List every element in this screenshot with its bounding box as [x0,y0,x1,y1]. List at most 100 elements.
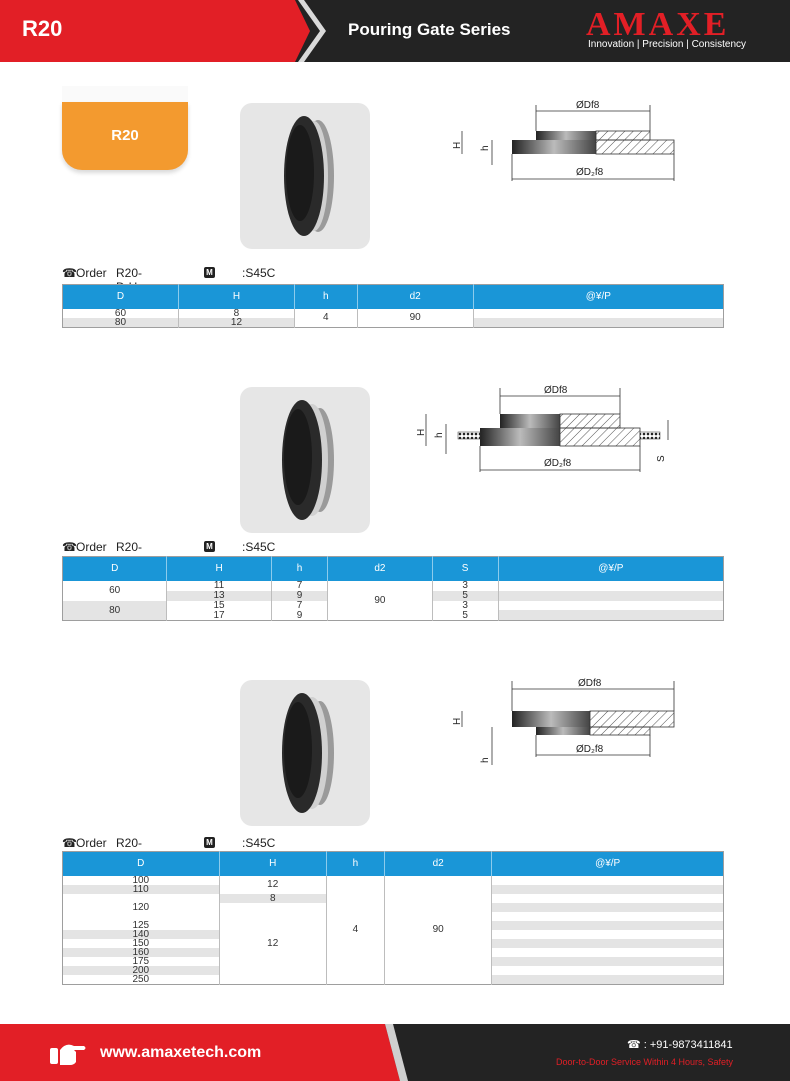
svg-text:H: H [416,429,427,436]
table-cell [491,884,724,894]
svg-text:h: h [480,757,491,763]
table-cell: 8 [178,308,295,318]
col-header: h [271,556,329,581]
table-cell: 60 [62,308,179,318]
table-cell [498,600,724,611]
table-cell: 90 [357,308,474,327]
table-cell: 110 [62,884,220,894]
table-cell [491,911,724,921]
svg-text:ØDf8: ØDf8 [578,678,602,689]
table-cell [491,974,724,984]
table-cell: 11 [166,580,272,591]
table-cell: 15 [166,600,272,611]
product-badge: R20 [62,102,188,170]
table-row: 60 8 4 90 [62,308,724,327]
col-header: H [219,851,327,876]
col-header: d2 [327,556,433,581]
table-cell [491,965,724,975]
gate-disc-image [284,116,334,236]
col-header: h [326,851,385,876]
table-cell: 4 [294,308,358,327]
drawing-1: ØDf8 ØD₂f8 H h [452,100,675,181]
table-row: 120 8 [62,893,724,921]
material-icon: M [204,837,215,848]
gate-disc-image [282,693,334,813]
product-photo-2 [240,387,370,533]
table-cell: 160 [62,947,220,957]
table-cell [491,947,724,957]
brand-logo: AMAXE [586,6,730,43]
pointing-hand-icon [50,1044,86,1065]
table-cell: 7 [271,600,329,611]
col-header: S [432,556,499,581]
table-row: 125 [62,920,724,930]
table-cell: 200 [62,965,220,975]
service-note: Door-to-Door Service Within 4 Hours, Saf… [556,1057,734,1067]
col-header: d2 [357,284,474,309]
product-photo-1 [240,103,370,249]
page-header: R20 Pouring Gate Series AMAXE Innovation… [0,0,790,62]
svg-text:ØDf8: ØDf8 [576,100,600,111]
website-link[interactable]: www.amaxetech.com [100,1044,262,1061]
table-cell: 60 [62,580,168,601]
gate-disc-image [282,400,334,520]
table-row: 160 [62,947,724,957]
table-cell: 100 [62,875,220,885]
material-icon: M [204,541,215,552]
phone-order-icon: ☎ [62,540,77,554]
table-cell: 5 [432,590,499,601]
svg-text:H: H [452,142,463,149]
table-row: 17 9 5 [63,610,724,621]
table-cell [491,875,724,885]
series-title: Pouring Gate Series [348,20,511,39]
badge-label: R20 [111,127,139,144]
table-cell: 80 [62,317,179,327]
table-cell: 5 [432,610,499,621]
table-cell: 150 [62,938,220,948]
table-row: 80 15 7 3 [62,600,724,621]
drawing-3: ØDf8 ØD₂f8 H h [452,678,675,765]
phone-order-icon: ☎ [62,266,77,280]
series-code: R20 [22,16,63,41]
table-cell: 3 [432,600,499,611]
spec-table-2: D H h d2 S @¥/P 60 11 7 90 3 13 9 5 80 1… [62,556,724,621]
col-header: @¥/P [498,556,724,581]
table-cell [473,308,724,318]
material-icon: M [204,267,215,278]
table-cell [491,920,724,930]
table-cell: 140 [62,929,220,939]
col-header: D [62,556,168,581]
telephone-icon: ☎ [627,1039,644,1051]
table-cell [498,590,724,601]
table-cell: 7 [271,580,329,591]
phone-number: ☎ : +91-9873411841 [627,1039,733,1051]
svg-text:ØD₂f8: ØD₂f8 [544,458,572,469]
table-cell [473,317,724,327]
col-header: h [294,284,358,309]
table-cell: 90 [384,875,493,984]
col-header: H [178,284,295,309]
col-header: @¥/P [491,851,724,876]
table-row [63,911,724,921]
phone-order-icon: ☎ [62,836,77,850]
col-header: D [62,284,179,309]
table-cell: 3 [432,580,499,591]
table-row: 250 [62,974,724,984]
table-row: 100 12 4 90 [62,875,724,984]
svg-text:S: S [656,455,667,462]
table-cell: 9 [271,610,329,621]
svg-text:h: h [434,432,445,438]
table-cell [491,929,724,939]
svg-text:h: h [480,145,491,151]
table-row: 150 [62,938,724,948]
product-photo-3 [240,680,370,826]
table-cell: 120 [62,893,220,921]
table-row: 80 12 [62,317,724,327]
spec-table-1: D H h d2 @¥/P 60 8 4 90 80 12 [62,284,724,328]
table-row: 13 9 5 [63,590,724,601]
table-cell [491,893,724,903]
spec-table-3: D H h d2 @¥/P 100 12 4 90 110 120 8 12 [62,851,724,985]
table-row: 175 [62,956,724,966]
svg-text:ØD₂f8: ØD₂f8 [576,167,604,178]
table-cell: 8 [219,893,327,903]
